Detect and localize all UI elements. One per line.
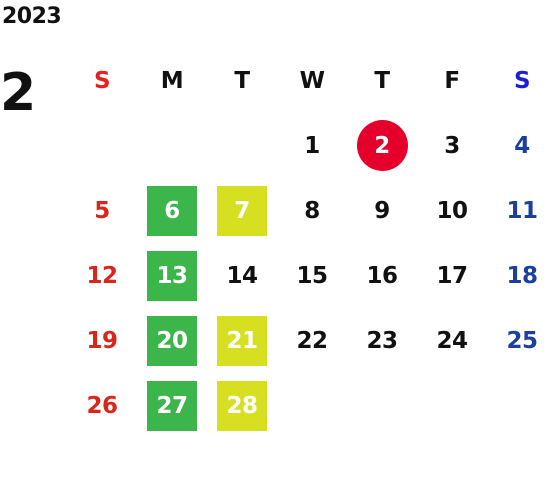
day-number: 27: [147, 380, 197, 431]
day-number: 7: [217, 185, 267, 236]
day-number: 26: [86, 392, 118, 419]
calendar-day-26[interactable]: 26: [67, 373, 137, 438]
weekday-header-sat: S: [513, 67, 531, 94]
day-number: 2: [356, 120, 408, 171]
day-number: 11: [506, 197, 538, 224]
day-number: 17: [436, 262, 468, 289]
day-number: 19: [86, 327, 118, 354]
weekday-header-thu: T: [374, 67, 390, 94]
day-number: 1: [304, 132, 320, 159]
day-number: 18: [506, 262, 538, 289]
calendar-day-3[interactable]: 3: [417, 113, 487, 178]
calendar-day-23[interactable]: 23: [347, 308, 417, 373]
calendar-day-17[interactable]: 17: [417, 243, 487, 308]
calendar-day-6[interactable]: 6: [137, 178, 207, 243]
calendar-day-8[interactable]: 8: [277, 178, 347, 243]
calendar-day-27[interactable]: 27: [137, 373, 207, 438]
calendar-day-21[interactable]: 21: [207, 308, 277, 373]
calendar-day-18[interactable]: 18: [487, 243, 548, 308]
calendar-day-5[interactable]: 5: [67, 178, 137, 243]
calendar-day-14[interactable]: 14: [207, 243, 277, 308]
month-label: 2: [0, 63, 36, 123]
day-number: 12: [86, 262, 118, 289]
day-number: 4: [514, 132, 530, 159]
calendar-day-16[interactable]: 16: [347, 243, 417, 308]
calendar-day-12[interactable]: 12: [67, 243, 137, 308]
calendar-day-15[interactable]: 15: [277, 243, 347, 308]
day-number: 10: [436, 197, 468, 224]
weekday-header-fri: F: [444, 67, 460, 94]
day-number: 21: [217, 315, 267, 366]
calendar-day-28[interactable]: 28: [207, 373, 277, 438]
calendar-day-20[interactable]: 20: [137, 308, 207, 373]
calendar-day-22[interactable]: 22: [277, 308, 347, 373]
day-number: 13: [147, 250, 197, 301]
day-number: 16: [366, 262, 398, 289]
calendar-day-11[interactable]: 11: [487, 178, 548, 243]
day-number: 8: [304, 197, 320, 224]
calendar-day-10[interactable]: 10: [417, 178, 487, 243]
day-number: 6: [147, 185, 197, 236]
day-number: 24: [436, 327, 468, 354]
calendar-day-13[interactable]: 13: [137, 243, 207, 308]
calendar-day-7[interactable]: 7: [207, 178, 277, 243]
day-number: 20: [147, 315, 197, 366]
calendar-day-19[interactable]: 19: [67, 308, 137, 373]
calendar-day-9[interactable]: 9: [347, 178, 417, 243]
year-label: 2023: [2, 4, 62, 29]
weekday-header-tue: T: [234, 67, 250, 94]
calendar-day-25[interactable]: 25: [487, 308, 548, 373]
weekday-header-wed: W: [299, 67, 325, 94]
day-number: 3: [444, 132, 460, 159]
day-number: 23: [366, 327, 398, 354]
weekday-header-sun: S: [93, 67, 111, 94]
day-number: 15: [296, 262, 328, 289]
day-number: 14: [226, 262, 258, 289]
weekday-header-mon: M: [160, 67, 184, 94]
day-number: 28: [217, 380, 267, 431]
day-number: 5: [94, 197, 110, 224]
day-number: 25: [506, 327, 538, 354]
calendar-day-4[interactable]: 4: [487, 113, 548, 178]
calendar-day-1[interactable]: 1: [277, 113, 347, 178]
day-number: 22: [296, 327, 328, 354]
day-number: 9: [374, 197, 390, 224]
calendar-day-today[interactable]: 2: [347, 113, 417, 178]
calendar-day-24[interactable]: 24: [417, 308, 487, 373]
